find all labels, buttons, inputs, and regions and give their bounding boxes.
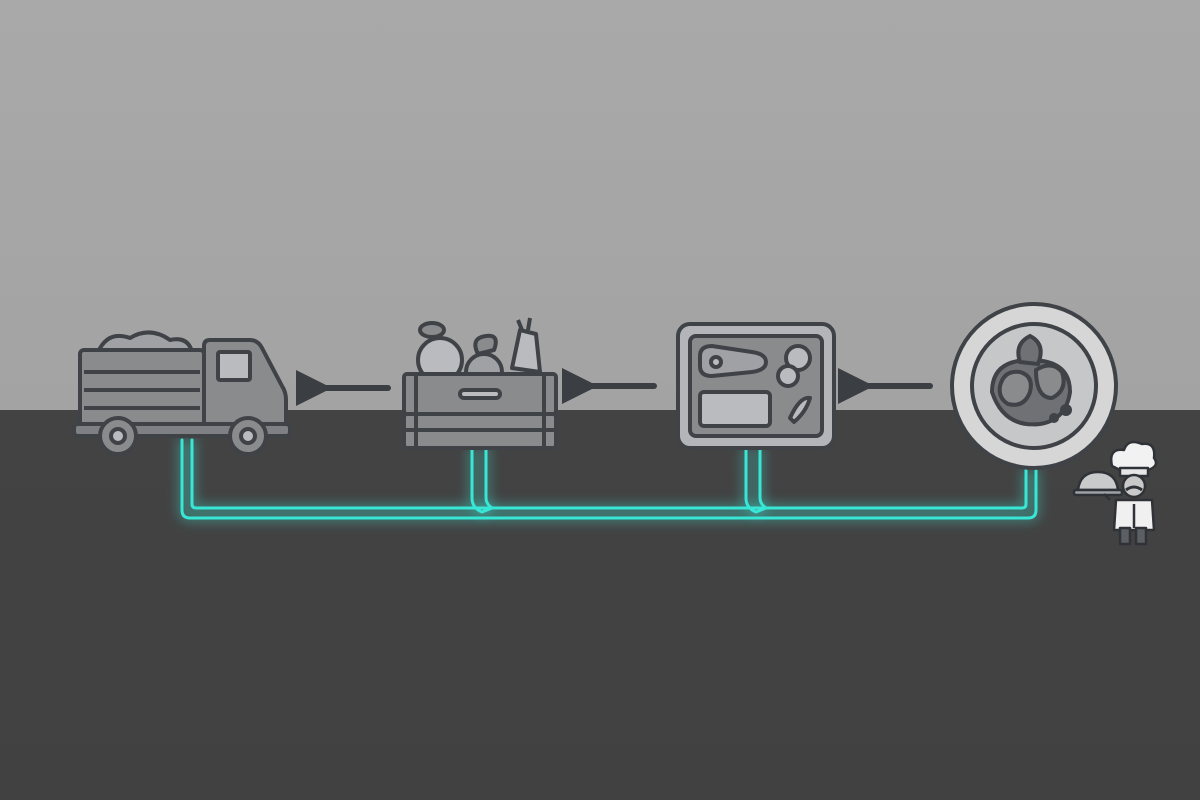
chef-moustache xyxy=(1125,485,1143,492)
connector-line xyxy=(180,438,1038,520)
pepper xyxy=(788,395,812,424)
tray-compartment xyxy=(698,390,772,428)
beet-leaf xyxy=(473,333,498,356)
steak-piece xyxy=(1033,363,1066,401)
connector-branch-tray xyxy=(744,446,768,514)
prep-tray-icon xyxy=(676,322,836,450)
truck-window xyxy=(216,350,252,382)
garnish-leaf xyxy=(1016,333,1043,367)
produce-crate-icon xyxy=(402,317,558,450)
plated-dish-icon xyxy=(950,302,1118,470)
chef-hat xyxy=(1110,440,1158,472)
steak-piece xyxy=(997,369,1033,407)
carrot xyxy=(510,328,542,374)
leaf xyxy=(418,321,446,339)
neon-connector xyxy=(180,438,1038,520)
connector-line xyxy=(190,438,1028,510)
crate-handle xyxy=(458,388,502,400)
connector-branch-crate xyxy=(470,446,494,514)
cloche xyxy=(1076,470,1120,492)
carrot-leaves xyxy=(516,317,532,331)
farm-truck-icon xyxy=(72,330,292,456)
truck-load xyxy=(96,330,194,354)
chef-cloche-icon xyxy=(1072,440,1158,546)
